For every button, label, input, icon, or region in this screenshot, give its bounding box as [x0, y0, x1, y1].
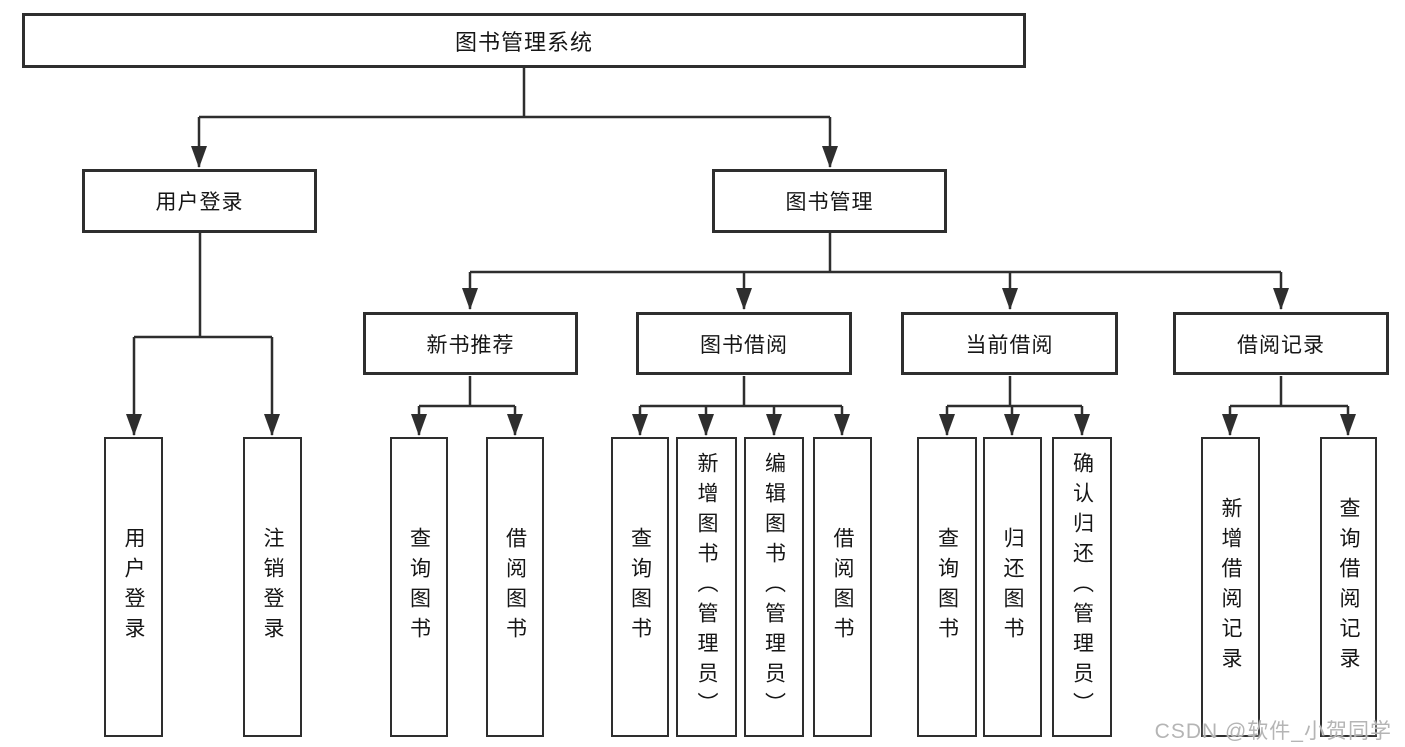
- bus-new-book-recommend: [419, 376, 515, 408]
- node-new-book-recommend: 新书推荐: [363, 312, 578, 375]
- bus-borrow-records: [1230, 376, 1348, 408]
- leaf-query-borrow-record: 查询借阅记录: [1320, 437, 1377, 737]
- node-book-borrow: 图书借阅: [636, 312, 852, 375]
- leaf-add-books-admin: 新增图书（管理员）: [676, 437, 737, 737]
- leaf-add-borrow-record: 新增借阅记录: [1201, 437, 1260, 737]
- node-user-login-label: 用户登录: [155, 191, 244, 214]
- bus-book-borrow: [640, 376, 842, 408]
- node-root: 图书管理系统: [22, 13, 1026, 68]
- node-borrow-records-label: 借阅记录: [1237, 333, 1325, 357]
- bus-book-management: [470, 233, 1281, 274]
- leaf-borrow-books-borrow-label: 借阅图书: [831, 527, 854, 647]
- node-book-management: 图书管理: [712, 169, 947, 233]
- leaf-query-books-recommend: 查询图书: [390, 437, 448, 737]
- leaf-logout: 注销登录: [243, 437, 302, 737]
- leaf-borrow-books-recommend-label: 借阅图书: [503, 527, 527, 647]
- node-user-login: 用户登录: [82, 169, 317, 233]
- leaf-logout-label: 注销登录: [261, 527, 284, 647]
- leaf-confirm-return-admin-label: 确认归还（管理员）: [1070, 452, 1094, 722]
- bus-current-borrow: [947, 376, 1082, 408]
- leaf-add-books-admin-label: 新增图书（管理员）: [695, 452, 718, 722]
- node-book-management-label: 图书管理: [785, 191, 874, 214]
- leaf-query-books-borrow-label: 查询图书: [628, 527, 652, 647]
- leaf-confirm-return-admin: 确认归还（管理员）: [1052, 437, 1112, 737]
- leaf-query-borrow-record-label: 查询借阅记录: [1337, 497, 1360, 677]
- leaf-borrow-books-borrow: 借阅图书: [813, 437, 872, 737]
- node-new-book-recommend-label: 新书推荐: [426, 333, 515, 357]
- leaf-return-books: 归还图书: [983, 437, 1042, 737]
- leaf-query-books-recommend-label: 查询图书: [407, 527, 431, 647]
- node-current-borrow-label: 当前借阅: [965, 333, 1054, 357]
- node-current-borrow: 当前借阅: [901, 312, 1118, 375]
- leaf-query-books-borrow: 查询图书: [611, 437, 669, 737]
- leaf-add-borrow-record-label: 新增借阅记录: [1219, 497, 1242, 677]
- leaf-edit-books-admin: 编辑图书（管理员）: [744, 437, 804, 737]
- leaf-query-books-current: 查询图书: [917, 437, 977, 737]
- bus-root: [199, 68, 830, 119]
- leaf-user-login-label: 用户登录: [122, 527, 145, 647]
- leaf-query-books-current-label: 查询图书: [935, 527, 959, 647]
- leaf-edit-books-admin-label: 编辑图书（管理员）: [762, 452, 786, 722]
- node-borrow-records: 借阅记录: [1173, 312, 1389, 375]
- csdn-watermark: CSDN @软件_小贺同学: [1154, 720, 1392, 743]
- leaf-borrow-books-recommend: 借阅图书: [486, 437, 544, 737]
- node-root-label: 图书管理系统: [454, 29, 593, 55]
- leaf-return-books-label: 归还图书: [1001, 527, 1024, 647]
- node-book-borrow-label: 图书借阅: [700, 333, 788, 357]
- leaf-user-login: 用户登录: [104, 437, 163, 737]
- bus-user-login: [134, 233, 272, 339]
